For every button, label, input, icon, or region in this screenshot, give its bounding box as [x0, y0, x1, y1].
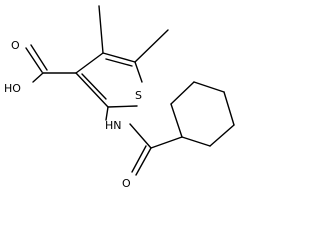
bond-cyclohexane-4-5 — [223, 91, 235, 126]
bond-cyclohexane-3-4 — [193, 81, 225, 93]
bond-carbonyl-c-to-cyclohexyl — [150, 136, 183, 149]
bond-cyclohexane-6-1 — [181, 136, 211, 147]
bond-acid-c-oh — [32, 72, 44, 83]
bond-ring-c2-c3-inner — [81, 73, 107, 100]
bond-ring-c5-s — [134, 61, 143, 83]
bond-ring-c4-c5-inner — [105, 58, 133, 67]
bond-methyl-c4 — [98, 5, 104, 54]
bond-cyclohexane-5-6 — [209, 124, 235, 147]
bond-methyl-c5 — [134, 29, 169, 63]
label-acid-oxygen: O — [11, 39, 20, 52]
bond-cyclohexane-2-3 — [170, 81, 195, 105]
label-amide-nh: HN — [105, 119, 122, 132]
bond-amide-c-o-double-a — [135, 147, 152, 176]
bond-cyclohexane-1-2 — [170, 103, 183, 138]
bond-ring-c3-c4 — [75, 52, 104, 74]
structure-canvas: HO O S HN O — [4, 5, 235, 190]
label-hydroxyl: HO — [4, 82, 21, 95]
label-amide-oxygen: O — [122, 177, 131, 190]
bond-ring-c4-c5 — [102, 52, 136, 63]
bond-c2-n — [105, 106, 109, 121]
bond-ring-s-c2 — [107, 105, 138, 108]
molecule-diagram: HO O S HN O — [4, 5, 235, 190]
bond-amide-c-o-double-b — [131, 145, 147, 173]
bond-acid-c-o-double-b — [30, 44, 48, 71]
bond-acid-c-o-double-a — [25, 47, 43, 73]
bond-ring-c2-c3 — [75, 72, 109, 108]
label-sulfur: S — [135, 89, 142, 102]
bond-n-carbonyl-c — [129, 123, 152, 149]
